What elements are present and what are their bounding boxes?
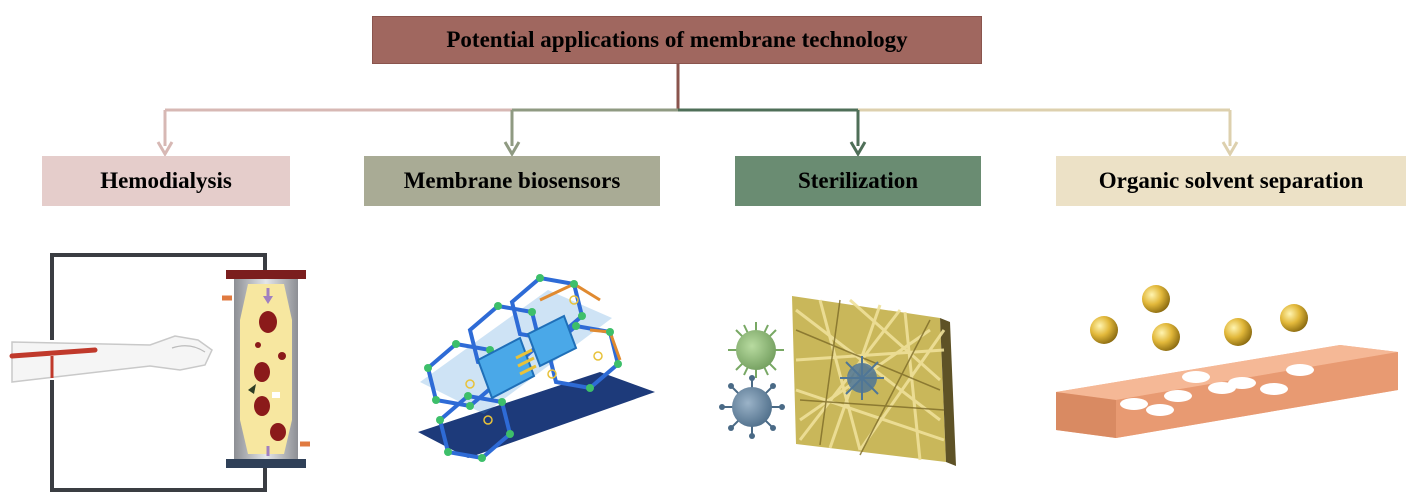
arrow-bio [503,110,521,157]
arrow-ster [849,110,867,157]
category-box-hemodialysis: Hemodialysis [42,156,290,206]
category-box-organic-solvent: Organic solvent separation [1056,156,1406,206]
category-label-hemodialysis: Hemodialysis [100,168,232,193]
category-label-organic-solvent: Organic solvent separation [1098,168,1364,193]
category-label-biosensors: Membrane biosensors [403,168,621,193]
arrow-hemo [156,110,174,157]
biosensor-icon [418,274,655,462]
title-box: Potential applications of membrane techn… [372,16,982,64]
title-text: Potential applications of membrane techn… [446,27,908,52]
arrow-org [1221,110,1239,157]
category-label-sterilization: Sterilization [797,168,919,193]
category-box-biosensors: Membrane biosensors [364,156,660,206]
category-box-sterilization: Sterilization [735,156,981,206]
sterilization-icon [719,296,956,466]
solvent-separation-icon [1056,285,1398,438]
hemodialysis-icon [9,253,310,492]
